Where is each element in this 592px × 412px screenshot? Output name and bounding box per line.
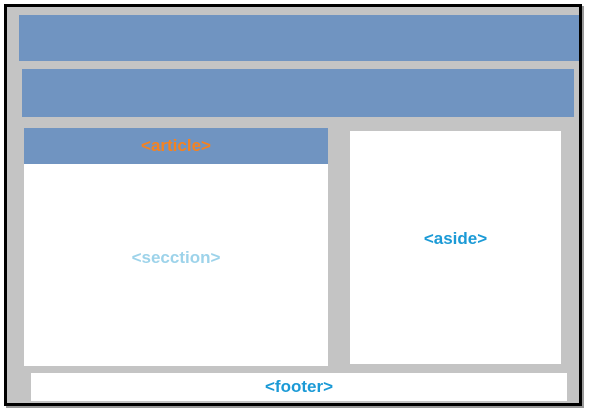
aside-label: <aside>: [423, 229, 488, 248]
nav-block: [22, 69, 574, 117]
header-block: [19, 15, 579, 61]
section-label: <secction>: [131, 248, 221, 267]
article-header-block: <article>: [24, 128, 328, 164]
aside-block: <aside>: [350, 131, 561, 364]
layout-frame: <article> <secction> <aside> <footer>: [4, 4, 582, 406]
section-block: <secction>: [24, 164, 328, 366]
article-label: <article>: [141, 136, 211, 155]
footer-label: <footer>: [264, 377, 334, 396]
footer-block: <footer>: [31, 373, 567, 401]
